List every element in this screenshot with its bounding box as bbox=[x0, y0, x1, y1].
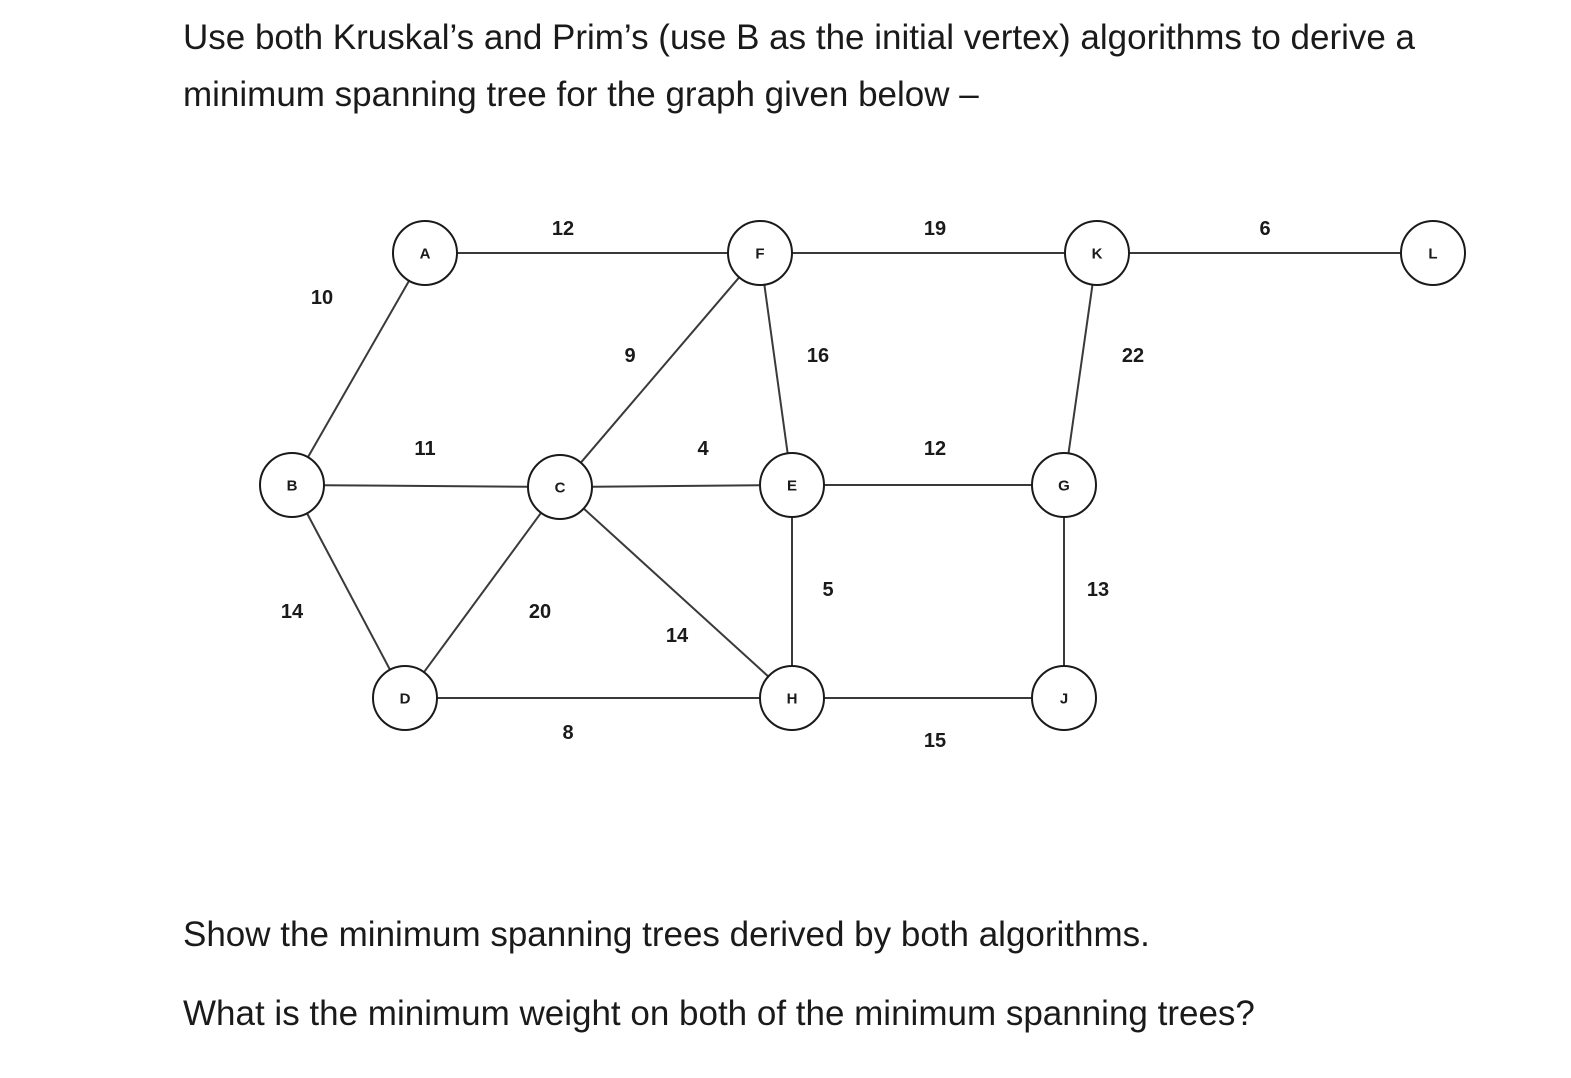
node-f: F bbox=[727, 220, 793, 286]
edge-b-c bbox=[323, 484, 529, 488]
edge-weight-f-k: 19 bbox=[924, 218, 946, 240]
node-circle-k bbox=[1064, 220, 1130, 286]
node-k: K bbox=[1064, 220, 1130, 286]
edge-weight-b-d: 14 bbox=[281, 601, 304, 623]
node-b: B bbox=[259, 452, 325, 518]
node-h: H bbox=[759, 665, 825, 731]
edge-d-c bbox=[423, 512, 542, 673]
node-circle-b bbox=[259, 452, 325, 518]
node-c: C bbox=[527, 454, 593, 520]
node-label-h: H bbox=[787, 691, 798, 708]
question-minimum-weight: What is the minimum weight on both of th… bbox=[183, 994, 1255, 1033]
node-circle-l bbox=[1400, 220, 1466, 286]
edge-b-a bbox=[307, 280, 410, 458]
problem-statement-line-1: Use both Kruskal’s and Prim’s (use B as … bbox=[183, 18, 1416, 57]
node-label-d: D bbox=[400, 691, 411, 708]
weights-layer: 12 19 6 10 9 16 22 11 4 12 14 20 14 5 13 8 15 bbox=[281, 218, 1271, 752]
edge-weight-g-j: 13 bbox=[1087, 579, 1109, 601]
node-circle-c bbox=[527, 454, 593, 520]
edge-f-e bbox=[763, 284, 789, 454]
node-l: L bbox=[1400, 220, 1466, 286]
edge-weight-c-f: 9 bbox=[624, 345, 635, 367]
edge-c-f bbox=[580, 276, 740, 464]
node-e: E bbox=[759, 452, 825, 518]
edges-layer bbox=[306, 252, 1401, 699]
edge-weight-d-h: 8 bbox=[562, 722, 573, 744]
node-label-e: E bbox=[787, 478, 797, 495]
nodes-layer: A F K L B C E G D H J bbox=[259, 220, 1466, 731]
edge-weight-k-g: 22 bbox=[1122, 345, 1144, 367]
node-circle-d bbox=[372, 665, 438, 731]
question-show-trees: Show the minimum spanning trees derived … bbox=[183, 915, 1150, 954]
node-label-j: J bbox=[1060, 691, 1068, 708]
node-g: G bbox=[1031, 452, 1097, 518]
node-circle-j bbox=[1031, 665, 1097, 731]
edge-c-e bbox=[591, 484, 761, 488]
edge-weight-c-h: 14 bbox=[666, 625, 689, 647]
edge-weight-b-a: 10 bbox=[311, 287, 333, 309]
edge-weight-e-h: 5 bbox=[822, 579, 833, 601]
node-label-k: K bbox=[1092, 246, 1103, 263]
edge-weight-h-j: 15 bbox=[924, 730, 946, 752]
edge-k-g bbox=[1067, 284, 1094, 454]
edge-weight-c-e: 4 bbox=[697, 438, 709, 460]
node-label-c: C bbox=[555, 480, 566, 497]
node-label-g: G bbox=[1058, 478, 1070, 495]
edge-c-h bbox=[583, 507, 769, 678]
edge-weight-b-c: 11 bbox=[414, 438, 435, 460]
edge-weight-d-c: 20 bbox=[529, 601, 551, 623]
node-d: D bbox=[372, 665, 438, 731]
node-label-l: L bbox=[1428, 246, 1437, 263]
node-circle-f bbox=[727, 220, 793, 286]
node-label-f: F bbox=[755, 246, 764, 263]
node-label-b: B bbox=[287, 478, 298, 495]
node-circle-a bbox=[392, 220, 458, 286]
problem-statement-line-2: minimum spanning tree for the graph give… bbox=[183, 75, 979, 114]
node-circle-g bbox=[1031, 452, 1097, 518]
node-j: J bbox=[1031, 665, 1097, 731]
edge-weight-k-l: 6 bbox=[1259, 218, 1270, 240]
node-circle-h bbox=[759, 665, 825, 731]
node-circle-e bbox=[759, 452, 825, 518]
node-label-a: A bbox=[420, 246, 431, 263]
edge-weight-e-g: 12 bbox=[924, 438, 946, 460]
edge-b-d bbox=[306, 512, 391, 671]
node-a: A bbox=[392, 220, 458, 286]
edge-weight-f-e: 16 bbox=[807, 345, 829, 367]
edge-weight-a-f: 12 bbox=[552, 218, 574, 240]
